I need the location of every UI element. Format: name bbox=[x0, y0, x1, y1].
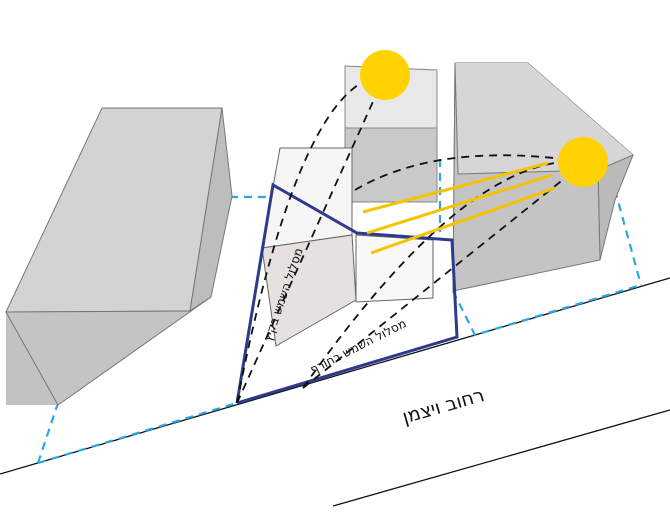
left-building bbox=[5, 107, 233, 406]
setback-lines bbox=[36, 159, 643, 465]
site-boundary bbox=[235, 182, 459, 405]
street-name-label: רחוב ויצמן bbox=[400, 384, 487, 428]
sun-rays bbox=[362, 161, 556, 255]
street-far-line bbox=[332, 409, 670, 507]
sun-icon bbox=[558, 137, 608, 187]
sun-icon bbox=[360, 50, 410, 100]
